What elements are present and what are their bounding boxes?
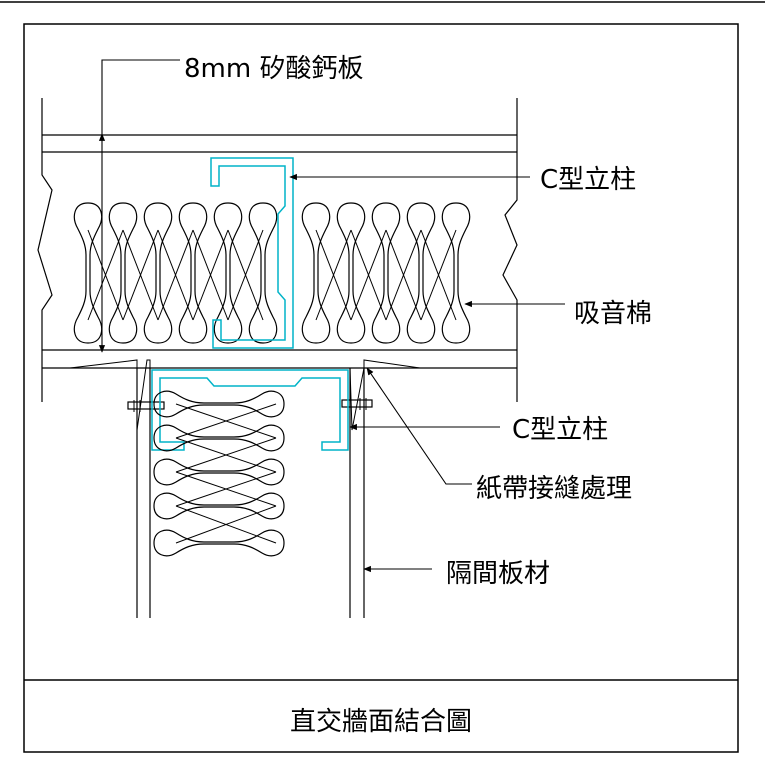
insulation-crossing-line [175,403,277,439]
insulation-crossing-line [175,471,277,507]
upper-c-stud [210,157,294,349]
insulation-lobe [441,202,471,344]
insulation-lobe [153,529,285,557]
insulation-crossing-line [227,229,264,321]
panel-label: 隔間板材 [446,559,550,589]
insulation-crossing-line [122,229,159,321]
lower-stud-label: C型立柱 [512,415,608,445]
insulation-lobe [178,202,208,344]
board-label: 8mm 矽酸鈣板 [184,54,363,84]
insulation-lobe [153,424,285,452]
insulation-crossing-line [87,229,124,321]
drawing-title: 直交牆面結合圖 [290,707,472,737]
insulation-crossing-line [420,229,457,321]
insulation-lobe [213,202,243,344]
lower-c-stud [151,369,349,451]
board-dimension-leader [98,59,180,353]
insulation-lobe [406,202,436,344]
lower-wall [69,359,421,618]
screw-left [127,400,165,412]
insulation-crossing-line [350,229,387,321]
upper-insulation [73,202,471,344]
insulation-crossing-line [157,229,194,321]
insulation-lobe [153,390,285,418]
insulation-lobe [336,202,366,344]
insulation-lobe [371,202,401,344]
joint-label: 紙帶接縫處理 [476,474,632,504]
leaders [98,59,565,573]
left-break-line [37,98,53,402]
right-break-line [502,98,518,402]
insulation-crossing-line [175,437,277,473]
insulation-lobe [73,202,103,344]
insulation-lobe [248,202,278,344]
screw-right [341,398,373,410]
insulation-lobe [143,202,173,344]
insulation-lobe [301,202,331,344]
insulation-label: 吸音棉 [574,299,652,329]
insulation-lobe [108,202,138,344]
upper-stud-label: C型立柱 [540,165,636,195]
insulation-crossing-line [385,229,422,321]
insulation-lobe [153,458,285,486]
insulation-crossing-line [192,229,229,321]
lower-insulation [153,390,285,557]
insulation-crossing-line [315,229,352,321]
joint-leader [366,367,472,485]
insulation-crossing-line [175,505,277,544]
drawing-frame [23,23,739,753]
insulation-lobe [153,492,285,520]
